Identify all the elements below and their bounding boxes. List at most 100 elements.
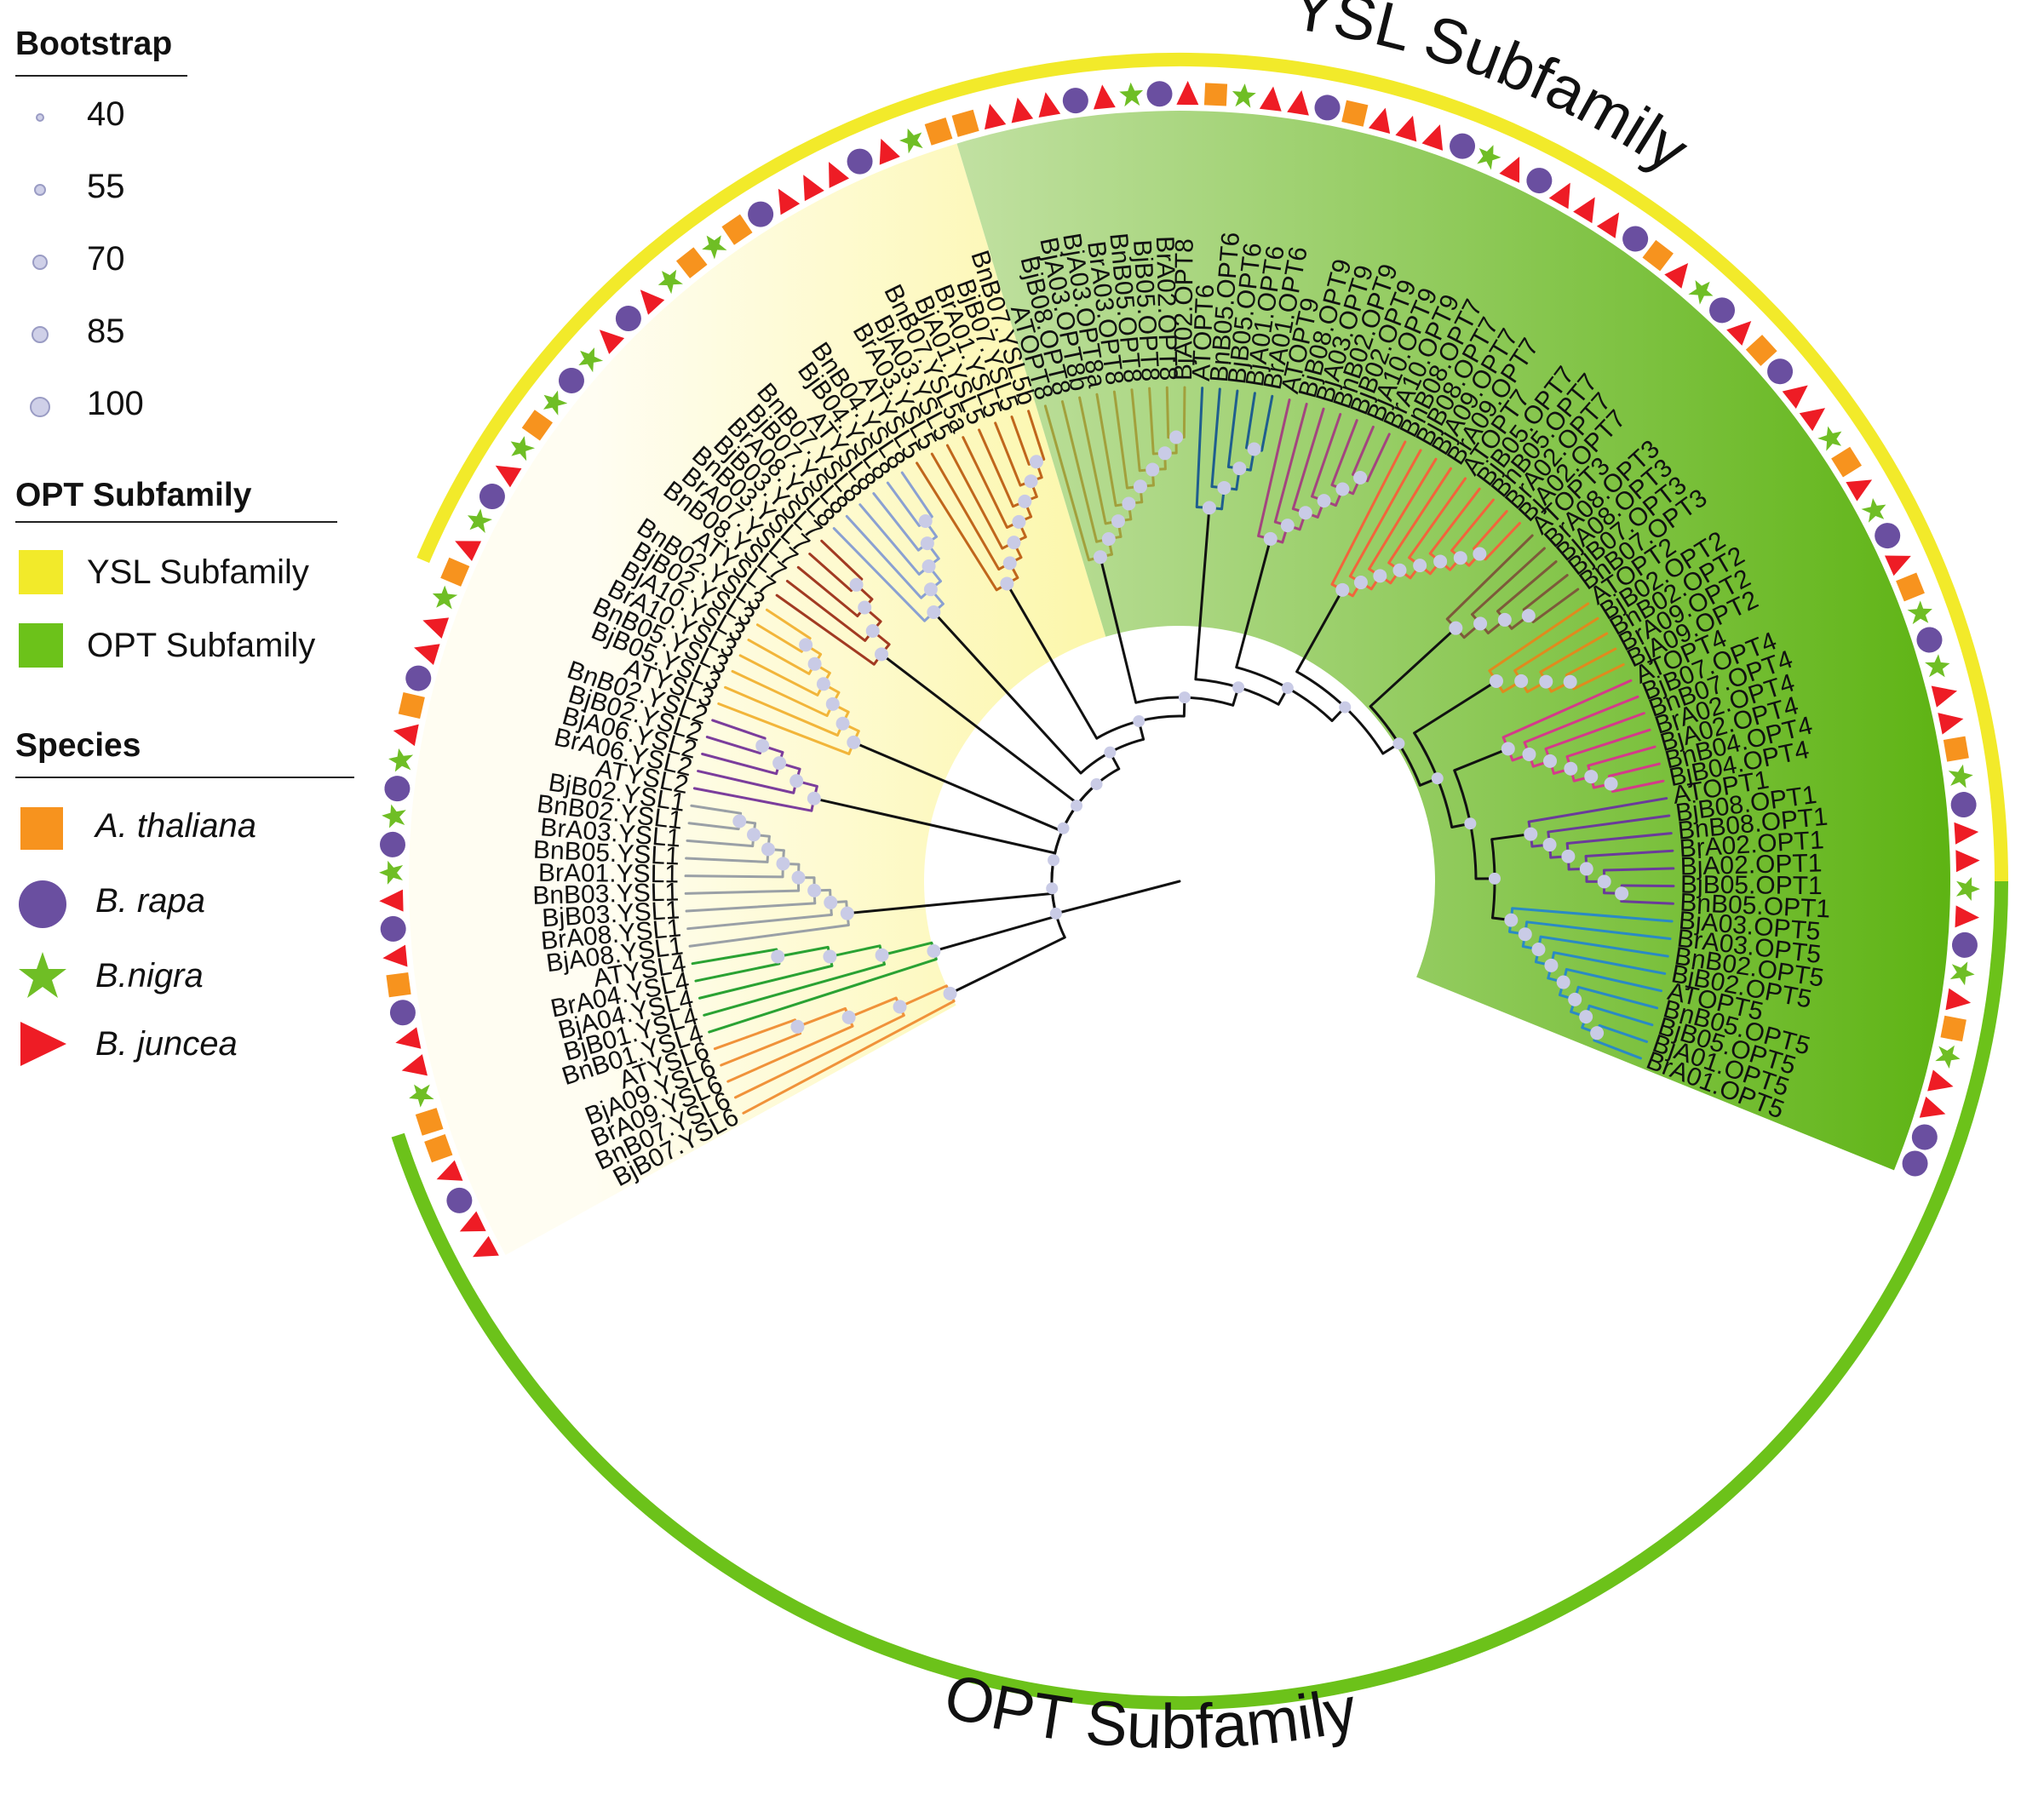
branch-sepia bbox=[1531, 608, 1552, 623]
leaf-label: BjB05.OPT1 bbox=[1680, 871, 1823, 901]
bootstrap-node bbox=[1413, 559, 1427, 573]
triangle-species-icon bbox=[395, 1027, 422, 1049]
legend-panel: Bootstrap 40 55 70 85 100 OPT Subfamily … bbox=[0, 0, 366, 1107]
bootstrap-node bbox=[1024, 474, 1038, 489]
bootstrap-node bbox=[920, 536, 934, 551]
square-species-icon bbox=[398, 692, 425, 719]
circle-species-icon bbox=[1450, 133, 1476, 159]
star-species-icon bbox=[1935, 1045, 1961, 1069]
leaf-label: BjA02.OPT8 bbox=[1169, 238, 1199, 381]
bootstrap-node bbox=[858, 600, 872, 615]
branch-gray bbox=[685, 857, 769, 863]
branch-magenta bbox=[1544, 712, 1645, 750]
bootstrap-node bbox=[1524, 827, 1538, 841]
branch-coral bbox=[1450, 498, 1495, 553]
bootstrap-node bbox=[1217, 480, 1232, 495]
branch-magenta bbox=[1587, 745, 1656, 767]
bootstrap-node bbox=[1568, 992, 1582, 1006]
bootstrap-node bbox=[1232, 681, 1245, 694]
branch-olive bbox=[1130, 388, 1141, 473]
opt-subfamily-arc-title: OPT Subfamily bbox=[938, 1660, 1362, 1762]
circle-species-icon bbox=[380, 915, 406, 942]
a-thaliana-square-icon bbox=[20, 807, 63, 850]
bootstrap-node bbox=[835, 716, 850, 731]
bootstrap-node bbox=[1090, 777, 1103, 790]
star-species-icon bbox=[578, 347, 604, 373]
star-species-icon bbox=[1925, 654, 1950, 678]
ysl-background-sector bbox=[409, 143, 1106, 1256]
species-symbols bbox=[379, 81, 1980, 1258]
branch-blue bbox=[872, 492, 920, 552]
bootstrap-node bbox=[1597, 874, 1611, 889]
triangle-species-icon bbox=[1919, 1096, 1946, 1118]
branch-yellow bbox=[738, 654, 819, 696]
leaf-label: BnB03.YSL1 bbox=[532, 878, 680, 909]
bootstrap-node bbox=[1522, 747, 1536, 761]
bootstrap-node bbox=[1615, 886, 1629, 901]
backbone-branch bbox=[846, 891, 1054, 915]
star-species-icon bbox=[1948, 764, 1973, 788]
bootstrap-node bbox=[1604, 777, 1618, 791]
branch-gray bbox=[690, 804, 726, 812]
bootstrap-node bbox=[1353, 576, 1368, 590]
bootstrap-node bbox=[807, 656, 822, 671]
star-species-icon bbox=[1688, 280, 1714, 305]
bootstrap-node bbox=[841, 1010, 856, 1024]
branch-green bbox=[694, 962, 781, 983]
circle-species-icon bbox=[1875, 523, 1901, 549]
branch-navy bbox=[1264, 394, 1274, 432]
branch-gray bbox=[687, 822, 740, 831]
branch-gray bbox=[684, 874, 784, 879]
branch-gray bbox=[688, 924, 850, 948]
star-species-icon bbox=[1955, 876, 1980, 901]
branch-navy bbox=[1260, 428, 1267, 452]
branch-olive bbox=[1095, 393, 1117, 507]
triangle-species-icon bbox=[803, 175, 824, 202]
bootstrap-node bbox=[1298, 506, 1312, 520]
star-species-icon bbox=[409, 1084, 434, 1108]
branch-olive bbox=[1112, 390, 1128, 490]
subfamily-outer-arcs bbox=[391, 53, 2008, 1710]
b-juncea-triangle-icon bbox=[20, 1022, 66, 1066]
triangle-species-icon bbox=[1664, 263, 1689, 289]
opt-subfamily-label: OPT Subfamily bbox=[87, 627, 316, 664]
star-species-icon bbox=[1232, 83, 1256, 108]
bootstrap-node bbox=[1093, 550, 1107, 565]
square-species-icon bbox=[924, 117, 953, 146]
branch-brown bbox=[1037, 442, 1046, 461]
branch-violet bbox=[1637, 900, 1674, 905]
circle-species-icon bbox=[1950, 792, 1977, 818]
b-rapa-circle-icon bbox=[19, 880, 66, 928]
star-species-icon bbox=[510, 436, 536, 461]
branch-coral bbox=[1495, 521, 1521, 549]
circle-species-icon bbox=[446, 1187, 473, 1213]
triangle-species-icon bbox=[879, 138, 900, 165]
bootstrap-node bbox=[1071, 800, 1083, 812]
bootstrap-node bbox=[807, 791, 821, 805]
bootstrap-node bbox=[1433, 554, 1448, 569]
triangle-species-icon bbox=[1726, 320, 1752, 346]
bootstrap-node bbox=[1453, 551, 1467, 565]
bootstrap-node bbox=[1169, 430, 1184, 444]
triangle-species-icon bbox=[1287, 89, 1309, 116]
bootstrap-node bbox=[1048, 854, 1060, 867]
branch-plum bbox=[1330, 419, 1358, 487]
square-species-icon bbox=[1896, 572, 1925, 602]
leaf-label: BrA01.YSL1 bbox=[538, 859, 679, 889]
branch-purple bbox=[744, 730, 766, 740]
bootstrap-node bbox=[1133, 479, 1147, 494]
branch-magenta bbox=[1628, 779, 1665, 789]
triangle-species-icon bbox=[401, 1054, 428, 1076]
circle-species-icon bbox=[389, 1000, 416, 1026]
triangle-species-icon bbox=[1945, 988, 1972, 1011]
star-species-icon bbox=[702, 235, 727, 260]
branch-sky bbox=[1539, 935, 1669, 958]
branch-yellow bbox=[794, 627, 812, 640]
branch-orange bbox=[742, 1000, 956, 1115]
branch-navy bbox=[1210, 387, 1221, 489]
branch-coral bbox=[1348, 449, 1422, 578]
branch-green bbox=[881, 941, 933, 957]
branch-olive bbox=[1165, 386, 1170, 439]
triangle-species-icon bbox=[1799, 408, 1826, 432]
backbone-branch bbox=[812, 797, 1057, 855]
